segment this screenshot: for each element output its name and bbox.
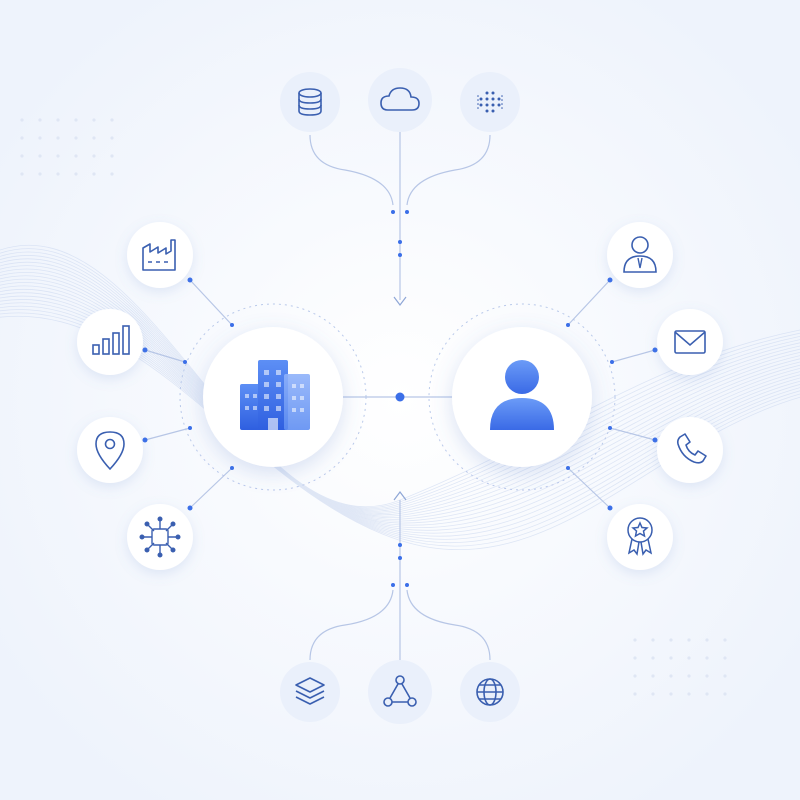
node-bar-chart[interactable]: [77, 309, 143, 375]
chip-icon: [139, 516, 181, 558]
node-layers[interactable]: [280, 662, 340, 722]
wave-line: [0, 248, 800, 509]
wave-line: [0, 262, 800, 513]
cloud-icon: [380, 87, 420, 111]
wave-line: [0, 258, 800, 512]
arrow-down-icon: [393, 296, 407, 306]
node-user-tie[interactable]: [607, 222, 673, 288]
wave-line: [0, 244, 800, 508]
phone-icon: [676, 433, 707, 464]
user-tie-icon: [623, 236, 657, 273]
layers-icon: [295, 677, 325, 705]
node-cloud[interactable]: [368, 68, 432, 132]
company-hub[interactable]: [203, 327, 343, 467]
globe-icon: [476, 678, 504, 706]
dot-grid-icon: [477, 91, 503, 113]
award-badge-icon: [627, 517, 653, 556]
connector-lines: [144, 125, 656, 668]
wave-line: [0, 251, 800, 510]
connector-left-4: [189, 467, 233, 509]
connector-right-3: [609, 427, 656, 441]
wave-line: [0, 268, 800, 516]
node-globe[interactable]: [460, 662, 520, 722]
connector-right-2: [611, 349, 656, 363]
node-factory[interactable]: [127, 222, 193, 288]
factory-icon: [142, 239, 176, 271]
node-network[interactable]: [368, 660, 432, 724]
wave-line: [0, 265, 800, 514]
connector-right-4: [567, 467, 611, 509]
wave-line: [0, 255, 800, 511]
connector-right-1: [567, 279, 611, 326]
person-orbit-ring: [428, 303, 616, 491]
node-location[interactable]: [77, 417, 143, 483]
user-avatar-icon: [490, 360, 554, 430]
office-buildings-icon: [240, 360, 310, 430]
decorative-dot-grids: [20, 118, 727, 696]
person-hub[interactable]: [452, 327, 592, 467]
node-database[interactable]: [280, 72, 340, 132]
database-icon: [298, 88, 322, 116]
arrow-up-icon: [393, 491, 407, 501]
connector-left-1: [189, 279, 233, 326]
location-pin-icon: [95, 431, 125, 471]
envelope-icon: [674, 330, 706, 354]
node-mail[interactable]: [657, 309, 723, 375]
connector-dots: [142, 210, 658, 587]
connector-left-2: [144, 349, 186, 363]
network-graph-icon: [383, 675, 417, 707]
connector-top-right: [406, 134, 491, 206]
bar-chart-icon: [92, 325, 130, 355]
node-phone[interactable]: [657, 417, 723, 483]
connector-bottom-right: [406, 589, 491, 661]
connector-top-left: [309, 134, 394, 206]
node-chip[interactable]: [127, 504, 193, 570]
connector-bottom-left: [309, 589, 394, 661]
node-dot-grid[interactable]: [460, 72, 520, 132]
connector-left-3: [144, 427, 191, 441]
node-award[interactable]: [607, 504, 673, 570]
